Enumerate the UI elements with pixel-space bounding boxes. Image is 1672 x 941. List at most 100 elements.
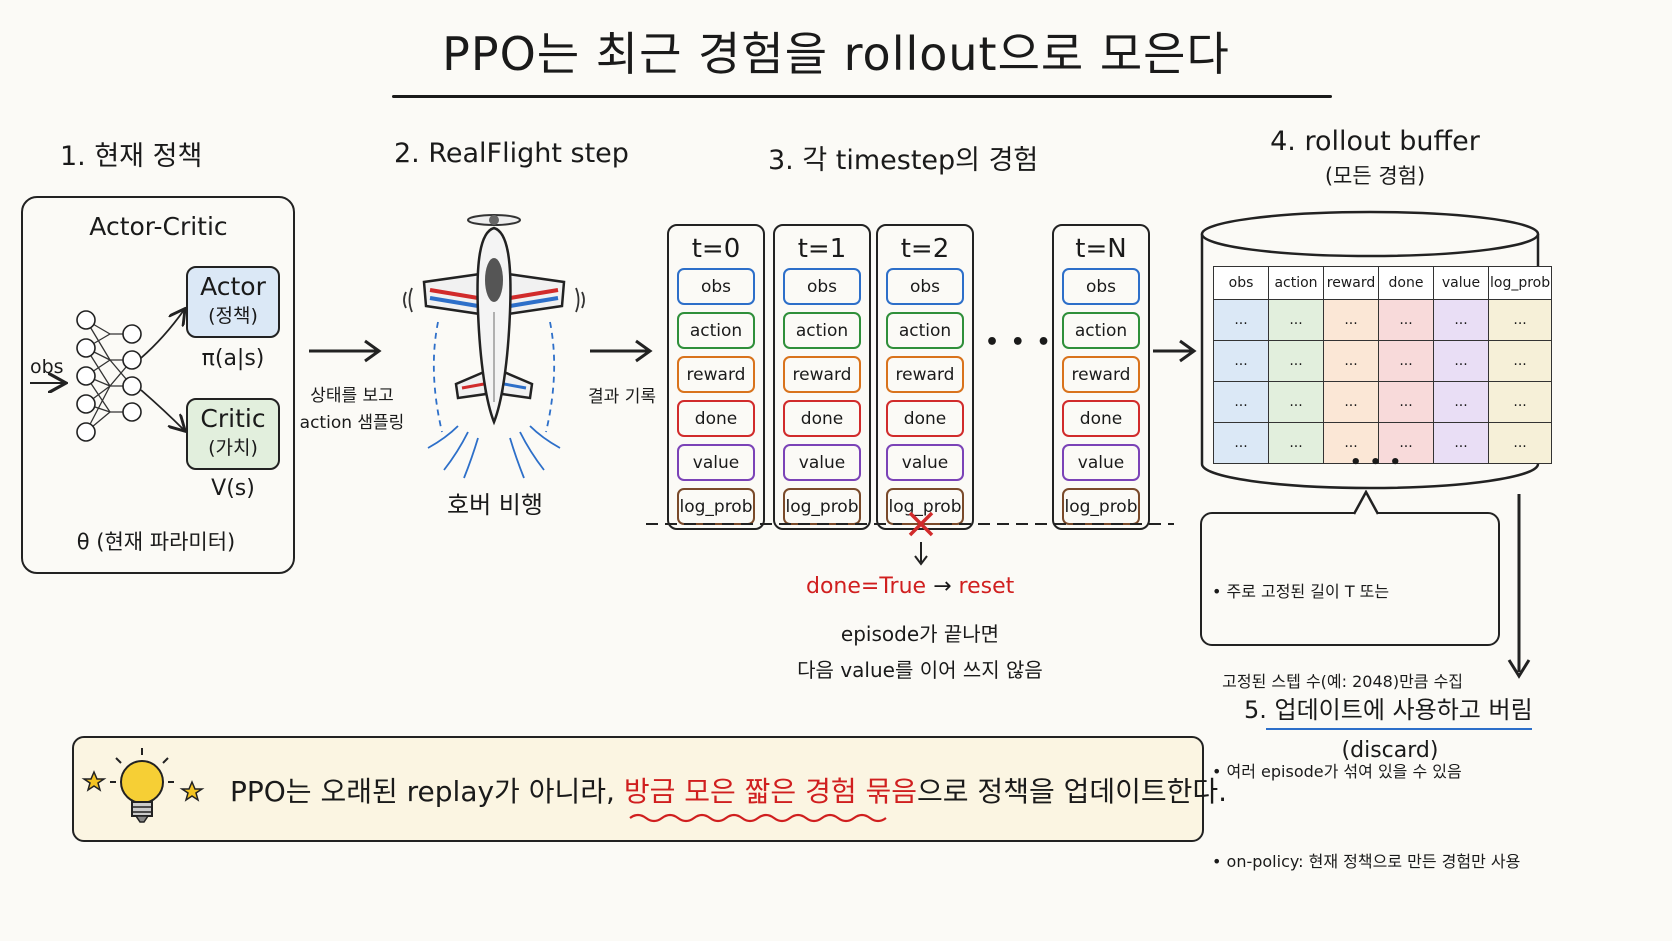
- buffer-notes-box: [1200, 512, 1500, 646]
- table-row: ... ... ... ... ... ...: [1213, 340, 1553, 382]
- field-obs: obs: [1062, 268, 1140, 305]
- arrow-right-icon: →: [933, 574, 952, 599]
- timestep-label: t=2: [900, 234, 950, 264]
- actor-critic-title: Actor-Critic: [89, 212, 228, 241]
- field-action: action: [886, 312, 964, 349]
- step2-caption: 호버 비행: [447, 491, 543, 519]
- table-cell: ...: [1213, 299, 1269, 341]
- table-cell: ...: [1378, 340, 1434, 382]
- summary-text: PPO는 오래된 replay가 아니라, 방금 모은 짧은 경험 묶음으로 정…: [230, 770, 1227, 810]
- obs-input-label: obs: [30, 356, 64, 378]
- neural-network-icon: [30, 298, 194, 442]
- field-obs: obs: [886, 268, 964, 305]
- step2-heading: 2. RealFlight step: [394, 138, 629, 169]
- field-log-prob: log_prob: [886, 488, 964, 525]
- arrow-to-buffer: [1153, 339, 1197, 363]
- field-value: value: [886, 444, 964, 481]
- table-cell: ...: [1268, 422, 1324, 464]
- buffer-col-log-prob: log_prob: [1487, 266, 1553, 300]
- table-cell: ...: [1268, 381, 1324, 423]
- timestep-column: t=1 obs action reward done value log_pro…: [773, 224, 871, 530]
- table-cell: ...: [1268, 299, 1324, 341]
- actor-box: Actor (정책): [186, 266, 280, 338]
- timestep-label: t=N: [1075, 234, 1127, 264]
- buffer-col-done: done: [1378, 266, 1434, 300]
- step5-heading: 5. 업데이트에 사용하고 버림: [1244, 696, 1533, 724]
- lightbulb-icon: [81, 748, 205, 823]
- table-cell: ...: [1487, 381, 1553, 423]
- arrow1-label: 상태를 보고 action 샘플링: [297, 383, 407, 437]
- arrow1-label-line2: action 샘플링: [299, 413, 405, 433]
- step4-sub: (모든 경험): [1324, 164, 1426, 188]
- buffer-note-2: 고정된 스텝 수(예: 2048)만큼 수집: [1212, 672, 1464, 691]
- table-row: ... ... ... ... ... ...: [1213, 381, 1553, 423]
- table-cell: ...: [1323, 422, 1379, 464]
- buffer-more-rows: • • •: [1350, 452, 1403, 473]
- field-done: done: [886, 400, 964, 437]
- table-cell: ...: [1378, 422, 1434, 464]
- step5-underline: [1266, 728, 1532, 730]
- arrow2-label: 결과 기록: [588, 387, 656, 407]
- page-title: PPO는 최근 경험을 rollout으로 모은다: [442, 27, 1230, 81]
- table-cell: ...: [1213, 422, 1269, 464]
- params-label: θ (현재 파라미터): [76, 530, 236, 554]
- timestep-column: t=N obs action reward done value log_pro…: [1052, 224, 1150, 530]
- table-cell: ...: [1213, 340, 1269, 382]
- summary-after: 으로 정책을 업데이트한다.: [917, 775, 1228, 808]
- summary-banner: [72, 736, 1204, 842]
- actor-label: Actor: [200, 272, 266, 301]
- highlight-squiggle: [629, 813, 887, 823]
- field-reward: reward: [677, 356, 755, 393]
- field-obs: obs: [783, 268, 861, 305]
- episode-boundary: [646, 511, 1174, 566]
- rollout-buffer-table: obs action reward done value log_prob ..…: [1213, 266, 1553, 464]
- critic-box: Critic (가치): [186, 398, 280, 470]
- table-cell: ...: [1323, 299, 1379, 341]
- field-done: done: [783, 400, 861, 437]
- buffer-col-action: action: [1268, 266, 1324, 300]
- table-cell: ...: [1323, 381, 1379, 423]
- episode-end-line1: episode가 끝나면: [840, 622, 1000, 646]
- summary-before: PPO는 오래된 replay가 아니라,: [230, 775, 615, 808]
- table-cell: ...: [1378, 299, 1434, 341]
- step1-heading: 1. 현재 정책: [60, 141, 203, 172]
- timestep-column: t=2 obs action reward done value log_pro…: [876, 224, 974, 530]
- actor-sub: (정책): [208, 305, 258, 327]
- field-action: action: [1062, 312, 1140, 349]
- episode-end-note: episode가 끝나면 다음 value를 이어 쓰지 않음: [740, 616, 1100, 688]
- table-row: ... ... ... ... ... ...: [1213, 299, 1553, 341]
- field-obs: obs: [677, 268, 755, 305]
- done-reset-note: done=True → reset: [806, 574, 1014, 599]
- buffer-note-3: • 여러 episode가 섞여 있을 수 있음: [1212, 762, 1462, 781]
- table-cell: ...: [1487, 299, 1553, 341]
- step3-heading: 3. 각 timestep의 경험: [768, 145, 1039, 176]
- field-value: value: [677, 444, 755, 481]
- field-action: action: [677, 312, 755, 349]
- table-cell: ...: [1487, 422, 1553, 464]
- done-true-label: done=True: [806, 574, 927, 599]
- buffer-col-reward: reward: [1323, 266, 1379, 300]
- table-row: ... ... ... ... ... ...: [1213, 422, 1553, 464]
- field-reward: reward: [1062, 356, 1140, 393]
- critic-label: Critic: [200, 404, 266, 433]
- timestep-label: t=0: [691, 234, 741, 264]
- arrow-to-step2: [309, 339, 382, 363]
- buffer-col-obs: obs: [1213, 266, 1269, 300]
- arrow-to-step3: [590, 339, 653, 363]
- episode-end-line2: 다음 value를 이어 쓰지 않음: [797, 658, 1043, 682]
- timestep-label: t=1: [797, 234, 847, 264]
- buffer-notes: • 주로 고정된 길이 T 또는 고정된 스텝 수(예: 2048)만큼 수집 …: [1212, 517, 1520, 907]
- table-cell: ...: [1433, 340, 1489, 382]
- table-cell: ...: [1487, 340, 1553, 382]
- table-cell: ...: [1378, 381, 1434, 423]
- reset-label: reset: [958, 574, 1015, 599]
- actor-policy-fn: π(a|s): [201, 346, 265, 371]
- field-log-prob: log_prob: [677, 488, 755, 525]
- critic-value-fn: V(s): [211, 476, 255, 501]
- field-reward: reward: [783, 356, 861, 393]
- field-action: action: [783, 312, 861, 349]
- summary-highlight: 방금 모은 짧은 경험 묶음: [623, 775, 918, 808]
- field-value: value: [783, 444, 861, 481]
- table-cell: ...: [1433, 299, 1489, 341]
- airplane-icon: [403, 214, 585, 479]
